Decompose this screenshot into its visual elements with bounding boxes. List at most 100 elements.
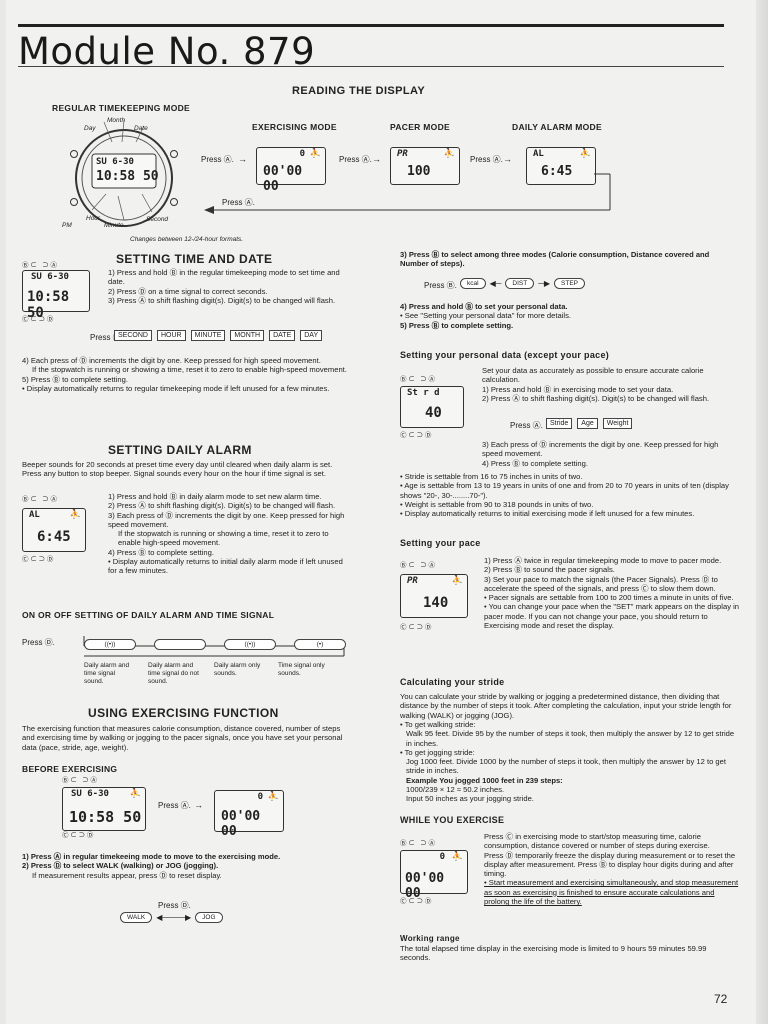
personal-sequence: Stride Age Weight [546, 418, 633, 429]
step: 1) Press and hold Ⓑ in daily alarm mode … [108, 492, 322, 501]
arrow-icon: → [238, 154, 247, 164]
alarm-set-lcd: AL ⛹ 6:45 [22, 508, 86, 552]
bullet: • You can change your pace when the "SET… [484, 602, 740, 631]
seq-box: MINUTE [190, 330, 226, 341]
exercise-lcd: 0 ⛹ 00'00 00 [256, 147, 326, 194]
seq-box: Stride [546, 418, 573, 429]
alarm-mode-label: DAILY ALARM MODE [512, 122, 602, 132]
press-b: Press Ⓑ. [424, 281, 457, 290]
watch-display-main: 10:58 50 [96, 169, 159, 184]
while-lcd-main: 00'00 00 [405, 871, 445, 901]
before-lcd-1: SU 6-30 ⛹ 10:58 50 [62, 787, 146, 831]
seq-box: Weight [602, 418, 633, 429]
pace-heading: Setting your pace [400, 538, 481, 548]
bullet: • Stride is settable from 16 to 75 inche… [400, 472, 583, 481]
button-labels: Ⓒ ⊂ ⊃ Ⓓ [22, 316, 54, 323]
arrow-icon: ─▶ [538, 279, 551, 288]
press-a-2: Press Ⓐ. [339, 155, 372, 164]
step: 2) Press Ⓓ on a time signal to correct s… [108, 286, 268, 296]
runner-icon: ⛹ [451, 851, 463, 861]
time-sequence: SECOND HOUR MINUTE MONTH DATE DAY [114, 330, 323, 341]
step: 3) Press Ⓐ to shift flashing digit(s). D… [108, 295, 336, 305]
before-lcd-2-top: 0 [257, 792, 263, 802]
arrow-icon: → [372, 154, 381, 164]
arrow-icon: ◀─ [489, 279, 502, 288]
step: 1) Press and hold Ⓑ in exercising mode t… [482, 384, 674, 394]
label-hour: Hour [86, 215, 101, 222]
pace-lcd-main: 140 [423, 595, 449, 611]
button-labels: Ⓒ ⊂ ⊃ Ⓓ [400, 898, 432, 905]
seq-box: DAY [300, 330, 323, 341]
step: 4) Press Ⓑ to complete setting. [482, 458, 588, 468]
step: Press Ⓒ in exercising mode to start/stop… [484, 832, 710, 851]
press-a-1: Press Ⓐ. [201, 155, 234, 164]
button-labels: Ⓒ ⊂ ⊃ Ⓓ [62, 832, 94, 839]
pace-lcd: PR ⛹ 140 [400, 574, 468, 618]
press-d: Press Ⓓ. [22, 638, 55, 647]
step: 1) Press and hold Ⓑ in the regular timek… [108, 268, 340, 287]
step: 3) Each press of Ⓓ increments the digit … [482, 440, 719, 459]
calc-lines: • To get walking stride: Walk 95 feet. D… [400, 720, 740, 804]
runner-icon: ⛹ [129, 788, 141, 798]
mode-sequence: kcal ◀─ DIST ─▶ STEP [460, 278, 586, 289]
step: 2) Press Ⓐ to shift flashing digit(s). D… [108, 501, 336, 511]
bullet: • Age is settable from 13 to 19 years in… [400, 481, 729, 500]
alarm-intro: Beeper sounds for 20 seconds at preset t… [22, 460, 333, 479]
press-a: Press Ⓐ. [90, 333, 123, 342]
step: 4) Each press of Ⓓ increments the digit … [22, 356, 321, 365]
exercise-heading: USING EXERCISING FUNCTION [88, 706, 279, 720]
before-steps: 1) Press Ⓐ in regular timekeeing mode to… [22, 852, 342, 880]
option-pill: ((•)) [84, 639, 136, 650]
alarm-lcd: AL ⛹ 6:45 [526, 147, 596, 185]
runner-icon: ⛹ [443, 148, 455, 158]
runner-icon: ⛹ [451, 575, 463, 585]
onoff-heading: ON OR OFF SETTING OF DAILY ALARM AND TIM… [22, 610, 275, 620]
watch-display-top: SU 6-30 [96, 157, 134, 167]
before-lcd-1-main: 10:58 50 [69, 808, 142, 826]
regular-mode-label: REGULAR TIMEKEEPING MODE [52, 103, 191, 113]
calc-line: 1000/239 × 12 ≈ 50.2 inches. [406, 785, 505, 795]
reading-heading: READING THE DISPLAY [292, 85, 426, 97]
runner-icon: ⛹ [579, 148, 591, 158]
step: 2) Press Ⓐ to shift flashing digit(s). D… [482, 393, 710, 403]
bullet: • Pacer signals are settable from 100 to… [484, 593, 734, 603]
option-label: Daily alarm and time signal do not sound… [148, 662, 199, 685]
option-pill: (•) [294, 639, 346, 650]
step: 4) Press Ⓑ to complete setting. [108, 547, 214, 557]
while-lcd: 0 ⛹ 00'00 00 [400, 850, 468, 901]
alarm-set-lcd-top: AL [29, 510, 40, 520]
press-a-3: Press Ⓐ. [470, 155, 503, 164]
pace-lcd-top: PR [407, 576, 418, 586]
seq-box: SECOND [114, 330, 152, 341]
label-minute: Minute [104, 222, 124, 229]
time-lcd-top: SU 6-30 [31, 272, 69, 282]
arrow-icon: → [503, 154, 512, 164]
range-text: The total elapsed time display in the ex… [400, 944, 707, 963]
label-pm: PM [62, 222, 72, 229]
calc-line: Jog 1000 feet. Divide 1000 by the number… [406, 757, 726, 776]
arrow-icon: → [194, 800, 203, 810]
bullet: • Display automatically returns to initi… [400, 509, 695, 519]
page-right-edge [756, 0, 768, 1024]
bullet: • Start measurement and exercising simul… [484, 878, 739, 907]
seq-box: HOUR [156, 330, 186, 341]
top-rule [18, 24, 724, 27]
pacer-mode-label: PACER MODE [390, 122, 450, 132]
button-labels: Ⓑ ⊂ ⊃ Ⓐ [400, 562, 436, 569]
time-lcd: SU 6-30 10:58 50 [22, 270, 90, 321]
step: 1) Press Ⓐ in regular timekeeing mode to… [22, 852, 281, 861]
calc-intro: You can calculate your stride by walking… [400, 692, 732, 720]
step-note: If the stopwatch is running or showing a… [32, 365, 347, 375]
before-lcd-2-main: 00'00 00 [221, 809, 261, 839]
while-heading: WHILE YOU EXERCISE [400, 815, 505, 825]
setting-time-steps: 1) Press and hold Ⓑ in the regular timek… [108, 268, 348, 305]
seq-box: Age [577, 418, 598, 429]
return-arrow-line [204, 173, 611, 214]
option-pill [154, 639, 206, 650]
button-labels: Ⓑ ⊂ ⊃ Ⓐ [22, 496, 58, 503]
alarm-steps: 1) Press and hold Ⓑ in daily alarm mode … [108, 492, 348, 576]
arrow-icon: ◀────▶ [156, 913, 192, 922]
right-steps: 4) Press and hold Ⓑ to set your personal… [400, 302, 730, 330]
step: 5) Press Ⓑ to complete setting. [22, 374, 128, 384]
setting-time-more: 4) Each press of Ⓓ increments the digit … [22, 356, 354, 393]
